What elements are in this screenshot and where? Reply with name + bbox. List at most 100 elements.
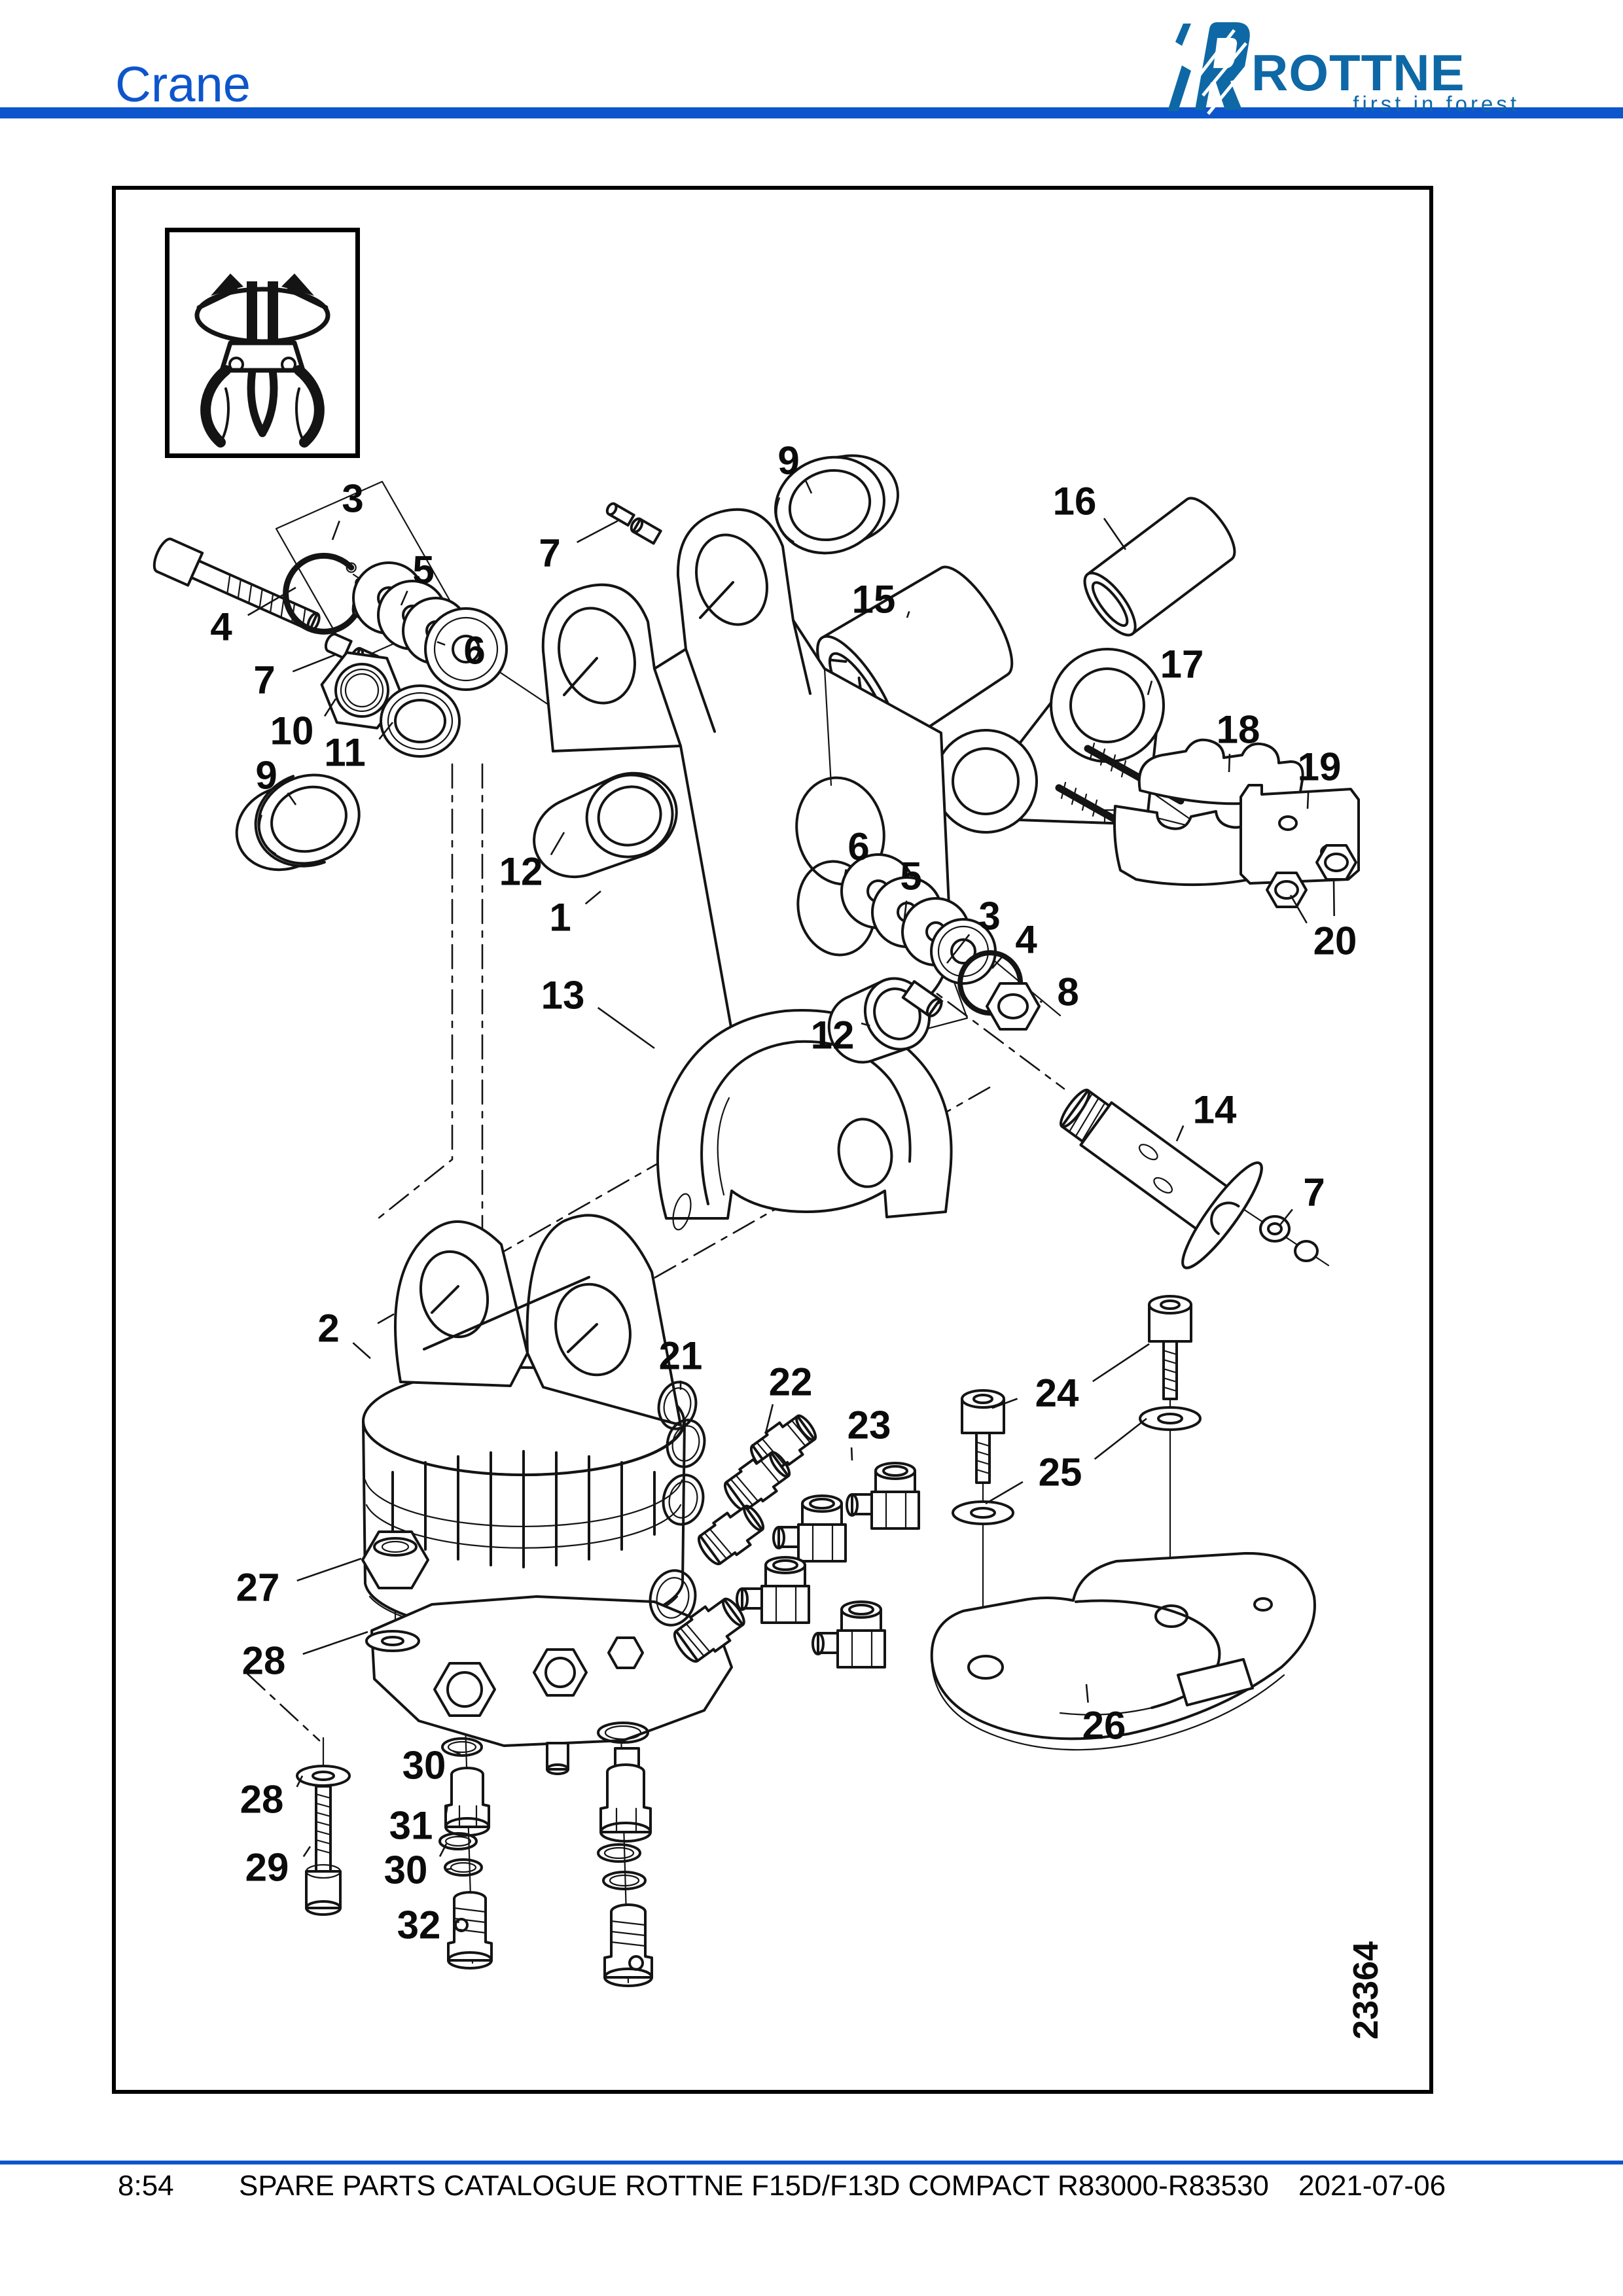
leader-line [400,590,408,606]
part-label-16: 16 [1053,480,1097,523]
part-label-24: 24 [1035,1371,1079,1415]
part-27-nut [361,1530,429,1589]
part-label-20: 20 [1313,919,1357,963]
part-label-10: 10 [270,709,314,753]
leader-line [1279,1209,1293,1226]
part-label-14: 14 [1193,1088,1237,1132]
leader-line [985,1481,1024,1505]
header-rule [0,107,1623,118]
part-label-9: 9 [255,754,277,798]
part-30-31-32-column2 [597,1722,653,1987]
part-9-bushing-top [774,454,899,555]
leader-line [850,1447,853,1461]
part-17-link [933,648,1165,834]
part-11-seal [380,684,461,758]
leader-line [1228,754,1231,773]
part-20-nuts [1266,844,1357,908]
part-label-25: 25 [1039,1451,1082,1494]
leader-line [247,586,296,616]
part-3-bolt [152,537,321,632]
part-7-screws-top [605,502,662,545]
part-label-7: 7 [253,658,275,702]
leader-line [437,641,446,646]
footer-rule [0,2161,1623,2164]
leader-line [805,480,813,494]
leader-line [302,1846,312,1858]
part-label-15: 15 [852,578,896,622]
part-label-5: 5 [900,855,921,898]
part-label-26: 26 [1082,1704,1126,1748]
part-label-2: 2 [317,1307,339,1351]
leader-line [445,1804,449,1814]
part-label-5: 5 [412,548,434,592]
part-label-8: 8 [1057,970,1079,1014]
leader-line [584,891,601,905]
diagram-frame [112,186,1433,2094]
part-label-22: 22 [769,1360,813,1404]
part-12-bushing-right [827,977,931,1064]
leader-line [577,520,618,543]
part-label-7: 7 [1303,1171,1325,1214]
leader-line [331,520,340,540]
part-label-30: 30 [384,1848,428,1892]
part-label-18: 18 [1217,708,1260,752]
part-8-nut [986,982,1041,1031]
part-16-tube [1083,497,1236,637]
part-label-4: 4 [210,605,232,649]
part-label-32: 32 [397,1903,441,1947]
leader-line [1094,1417,1147,1460]
logo-tagline: first in forest [1353,92,1520,116]
part-label-17: 17 [1160,643,1204,686]
leader-line [1092,1343,1150,1383]
part-label-30: 30 [402,1744,446,1788]
part-label-28: 28 [240,1778,284,1822]
footer-page-number: 8:54 [118,2170,174,2202]
leader-line [764,1404,774,1434]
part-26-bracket [930,1551,1316,1751]
leader-line [946,934,971,964]
part-2-rotator [362,1214,733,1785]
page-title: Crane [115,57,251,113]
leader-line [454,1920,459,1924]
part-1-link [541,508,952,1089]
part-label-11: 11 [324,731,365,775]
leader-line [378,722,394,740]
leader-line [296,1775,304,1788]
rotator-symbol-box [165,228,360,458]
leader-line [906,610,910,618]
leader-line [296,1557,362,1582]
part-label-7: 7 [539,531,560,575]
leader-line [287,792,297,805]
leader-line [902,900,908,930]
leader-line [1175,1125,1185,1142]
part-label-3: 3 [342,477,363,521]
leader-line [597,1006,655,1050]
leader-line [1039,1000,1043,1004]
part-6-washer-left [424,607,508,691]
part-25-washers [952,1406,1202,1525]
part-14-pin [1059,1088,1263,1269]
leader-line [292,653,337,673]
leader-line [1289,894,1308,924]
leader-line [861,1022,870,1027]
rottne-logo-mark-icon [1168,22,1250,115]
leader-line [1147,680,1153,696]
part-9-bushing-left [235,773,361,872]
part-label-13: 13 [541,974,585,1017]
part-label-1: 1 [549,896,571,940]
leader-line [991,955,1004,969]
leader-line [1103,518,1127,550]
part-label-4: 4 [1015,918,1037,962]
part-23-elbows [736,1462,920,1669]
grapple-rotator-icon [194,274,330,448]
part-label-12: 12 [811,1014,855,1057]
part-13-guard [656,1009,953,1231]
part-label-31: 31 [389,1804,433,1848]
part-label-23: 23 [847,1404,891,1447]
part-30-31-32-column1 [438,1737,493,1969]
leader-line [302,1631,368,1655]
footer-date: 2021-07-06 [1298,2170,1446,2202]
leader-line [1085,1684,1089,1703]
